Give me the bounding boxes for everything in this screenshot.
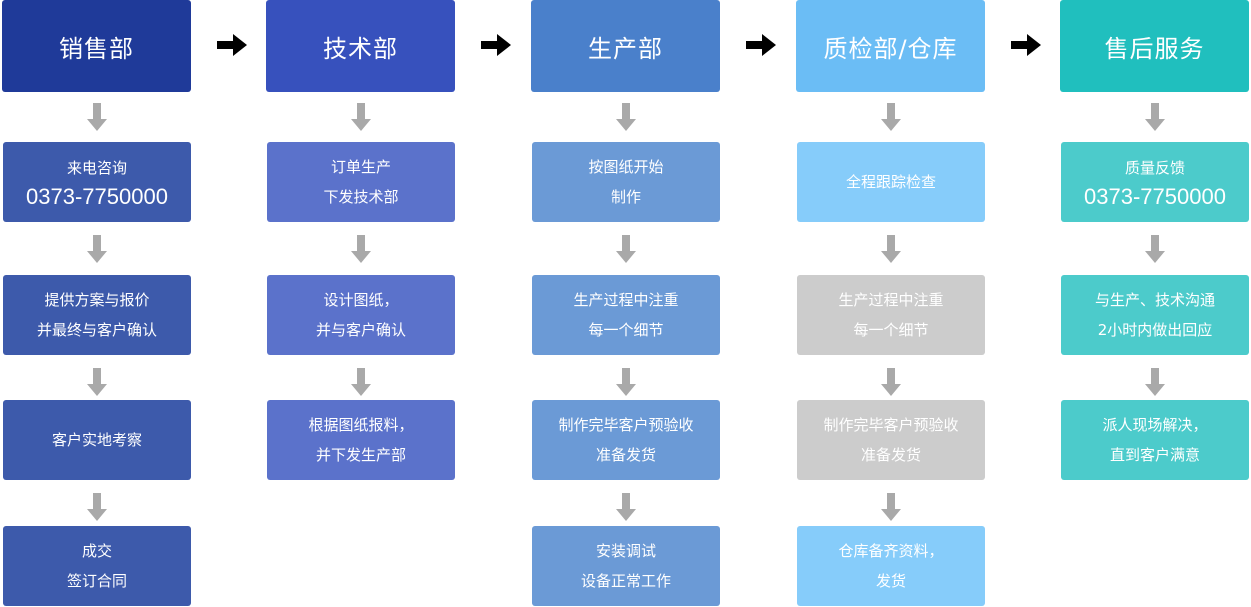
down-arrow-icon — [615, 493, 636, 521]
step-text: 仓库备齐资料， — [838, 542, 944, 560]
step-text: 生产过程中注重 — [573, 291, 679, 309]
down-arrow-icon — [86, 235, 107, 263]
column-header-label: 质检部/仓库 — [823, 34, 958, 63]
right-arrow-icon — [746, 34, 776, 56]
down-arrow-icon — [86, 103, 107, 131]
step-text: 来电咨询 — [66, 159, 127, 177]
step-text: 成交 — [81, 542, 112, 560]
right-arrow-icon — [217, 34, 247, 56]
step-text: 提供方案与报价 — [44, 291, 150, 309]
column-header: 质检部/仓库 — [796, 0, 985, 92]
process-step: 订单生产下发技术部 — [267, 142, 455, 222]
process-step: 客户实地考察 — [3, 400, 191, 480]
step-text: 设计图纸， — [323, 291, 399, 309]
step-text: 质量反馈 — [1124, 159, 1185, 177]
column-header: 售后服务 — [1060, 0, 1249, 92]
step-text: 制作完毕客户预验收 — [558, 416, 694, 434]
step-text: 并与客户确认 — [315, 321, 406, 339]
down-arrow-icon — [1144, 235, 1165, 263]
down-arrow-icon — [615, 103, 636, 131]
step-text: 并下发生产部 — [315, 446, 406, 464]
column-header-label: 技术部 — [323, 34, 398, 63]
step-text: 制作 — [610, 188, 641, 206]
process-step: 设计图纸， 并与客户确认 — [267, 275, 455, 355]
step-text: 发货 — [875, 572, 906, 590]
step-text: 每一个细节 — [853, 321, 929, 339]
step-text: 派人现场解决， — [1102, 416, 1208, 434]
column-header: 销售部 — [2, 0, 191, 92]
column-header-label: 售后服务 — [1104, 34, 1205, 63]
process-step: 成交签订合同 — [3, 526, 191, 606]
process-step: 制作完毕客户预验收准备发货 — [532, 400, 720, 480]
step-text: 客户实地考察 — [51, 431, 142, 449]
down-arrow-icon — [615, 235, 636, 263]
process-step: 来电咨询 0373-7750000 — [3, 142, 191, 222]
down-arrow-icon — [86, 368, 107, 396]
step-text: 生产过程中注重 — [838, 291, 944, 309]
step-text: 2小时内做出回应 — [1097, 321, 1213, 339]
phone-number: 0373-7750000 — [1084, 184, 1226, 209]
down-arrow-icon — [350, 103, 371, 131]
down-arrow-icon — [880, 235, 901, 263]
right-arrow-icon — [1011, 34, 1041, 56]
step-text: 准备发货 — [860, 446, 921, 464]
process-step: 生产过程中注重每一个细节 — [797, 275, 985, 355]
process-step: 安装调试设备正常工作 — [532, 526, 720, 606]
step-text: 订单生产 — [330, 158, 391, 176]
step-text: 签订合同 — [66, 572, 127, 590]
step-text: 全程跟踪检查 — [845, 173, 936, 191]
step-text: 根据图纸报料， — [308, 416, 414, 434]
process-step: 全程跟踪检查 — [797, 142, 985, 222]
step-text: 制作完毕客户预验收 — [823, 416, 959, 434]
step-text: 与生产、技术沟通 — [1094, 291, 1215, 309]
down-arrow-icon — [1144, 368, 1165, 396]
down-arrow-icon — [86, 493, 107, 521]
down-arrow-icon — [880, 368, 901, 396]
column-header: 生产部 — [531, 0, 720, 92]
process-step: 制作完毕客户预验收准备发货 — [797, 400, 985, 480]
down-arrow-icon — [350, 368, 371, 396]
process-step: 派人现场解决， 直到客户满意 — [1061, 400, 1249, 480]
process-step: 根据图纸报料， 并下发生产部 — [267, 400, 455, 480]
phone-number: 0373-7750000 — [26, 184, 168, 209]
column-header-label: 生产部 — [588, 34, 663, 63]
process-step: 提供方案与报价并最终与客户确认 — [3, 275, 191, 355]
down-arrow-icon — [615, 368, 636, 396]
step-text: 并最终与客户确认 — [36, 321, 157, 339]
down-arrow-icon — [350, 235, 371, 263]
down-arrow-icon — [1144, 103, 1165, 131]
right-arrow-icon — [481, 34, 511, 56]
column-header-label: 销售部 — [59, 34, 134, 63]
down-arrow-icon — [880, 103, 901, 131]
step-text: 按图纸开始 — [588, 158, 664, 176]
step-text: 下发技术部 — [323, 188, 399, 206]
step-text: 直到客户满意 — [1109, 446, 1200, 464]
column-header: 技术部 — [266, 0, 455, 92]
down-arrow-icon — [880, 493, 901, 521]
step-text: 准备发货 — [595, 446, 656, 464]
process-step: 生产过程中注重每一个细节 — [532, 275, 720, 355]
step-text: 设备正常工作 — [580, 572, 671, 590]
step-text: 每一个细节 — [588, 321, 664, 339]
step-text: 安装调试 — [595, 542, 656, 560]
process-step: 质量反馈 0373-7750000 — [1061, 142, 1249, 222]
process-step: 按图纸开始制作 — [532, 142, 720, 222]
process-step: 与生产、技术沟通 2小时内做出回应 — [1061, 275, 1249, 355]
process-step: 仓库备齐资料， 发货 — [797, 526, 985, 606]
